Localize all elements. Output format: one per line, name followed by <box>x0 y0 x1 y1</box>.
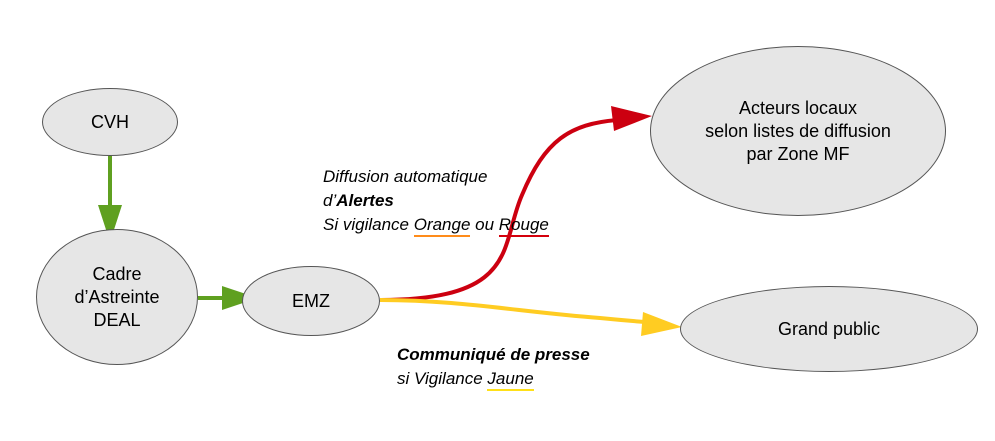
edge-emz-grandpublic <box>379 298 646 324</box>
node-cvh: CVH <box>42 88 178 156</box>
node-acteurs-label-line-3: par Zone MF <box>746 143 850 164</box>
annotation-alerte-condition-prefix: Si vigilance <box>323 215 414 234</box>
annotation-alerte: Diffusion automatique d’Alertes Si vigil… <box>323 165 549 237</box>
node-grand-public: Grand public <box>680 286 978 372</box>
node-emz: EMZ <box>242 266 380 336</box>
node-acteurs-locaux: Acteurs locaux selon listes de diffusion… <box>650 46 946 216</box>
annotation-alerte-line-3: Si vigilance Orange ou Rouge <box>323 213 549 237</box>
arrowhead-cvh-cadre <box>98 205 122 242</box>
annotation-presse-line-1: Communiqué de presse <box>397 345 590 364</box>
arrowhead-emz-grandpublic <box>641 312 682 336</box>
annotation-alerte-prefix: d’ <box>323 191 337 210</box>
annotation-alerte-line-2: d’Alertes <box>323 189 549 213</box>
node-emz-label: EMZ <box>292 290 330 311</box>
annotation-orange-underlined: Orange <box>413 215 471 237</box>
node-cadre-label-line-2: d’Astreinte <box>74 286 160 307</box>
edge-emz-acteurs <box>379 118 618 302</box>
annotation-rouge-underlined: Rouge <box>498 215 549 237</box>
annotation-alerte-conjunction: ou <box>470 215 499 234</box>
node-acteurs-label-line-1: Acteurs locaux <box>738 97 858 118</box>
arrowhead-emz-acteurs <box>611 106 652 131</box>
annotation-alerte-line-1: Diffusion automatique <box>323 167 488 186</box>
annotation-alerte-keyword: Alertes <box>336 191 394 210</box>
node-acteurs-label-line-2: selon listes de diffusion <box>705 120 891 141</box>
annotation-jaune-underlined: Jaune <box>487 369 534 391</box>
arrowhead-cadre-emz <box>222 286 258 310</box>
node-cadre-label-line-1: Cadre <box>92 263 142 284</box>
node-cadre-astreinte: Cadre d’Astreinte DEAL <box>36 229 198 365</box>
node-grand-public-label: Grand public <box>777 318 881 339</box>
node-cadre-label-line-3: DEAL <box>93 309 141 330</box>
node-cvh-label: CVH <box>90 111 129 132</box>
annotation-presse-prefix: si Vigilance <box>397 369 488 388</box>
annotation-presse: Communiqué de presse si Vigilance Jaune <box>397 343 590 391</box>
annotation-presse-line-2: si Vigilance Jaune <box>397 367 590 391</box>
